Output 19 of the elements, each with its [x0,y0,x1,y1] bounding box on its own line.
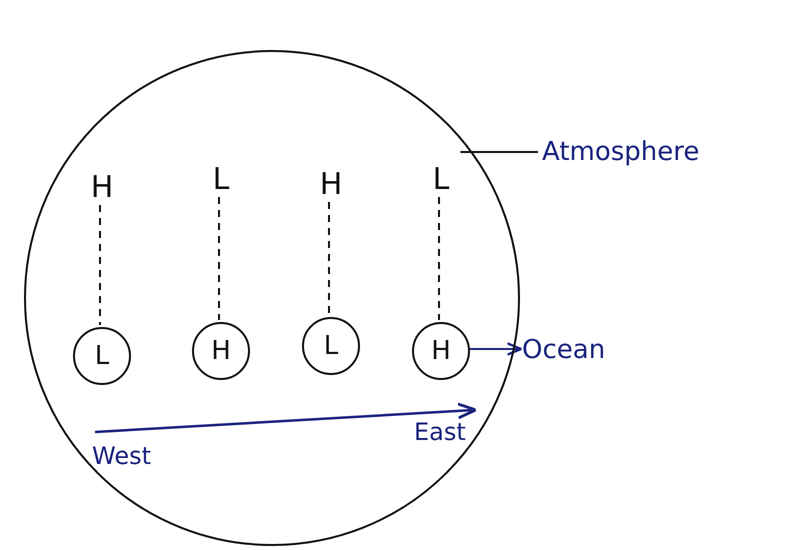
pressure-letter: H [86,167,118,207]
pressure-letter: H [315,164,347,204]
dashed-line [218,197,220,320]
earth-circle [24,50,520,546]
pressure-letter: L [425,159,457,199]
layer-label: Atmosphere [542,132,712,172]
pressure-cell-circle: H [192,322,250,380]
direction-label: East [414,418,466,446]
leader-line [460,151,538,153]
pressure-letter: L [205,159,237,199]
dashed-line [99,205,101,325]
direction-label: West [92,442,152,470]
dashed-line [438,197,440,320]
arrow [468,342,523,356]
pressure-cell-circle: L [302,317,360,375]
dashed-line [328,202,330,315]
layer-label: Ocean [522,330,622,370]
pressure-cell-circle: H [412,322,470,380]
pressure-cell-circle: L [73,327,131,385]
